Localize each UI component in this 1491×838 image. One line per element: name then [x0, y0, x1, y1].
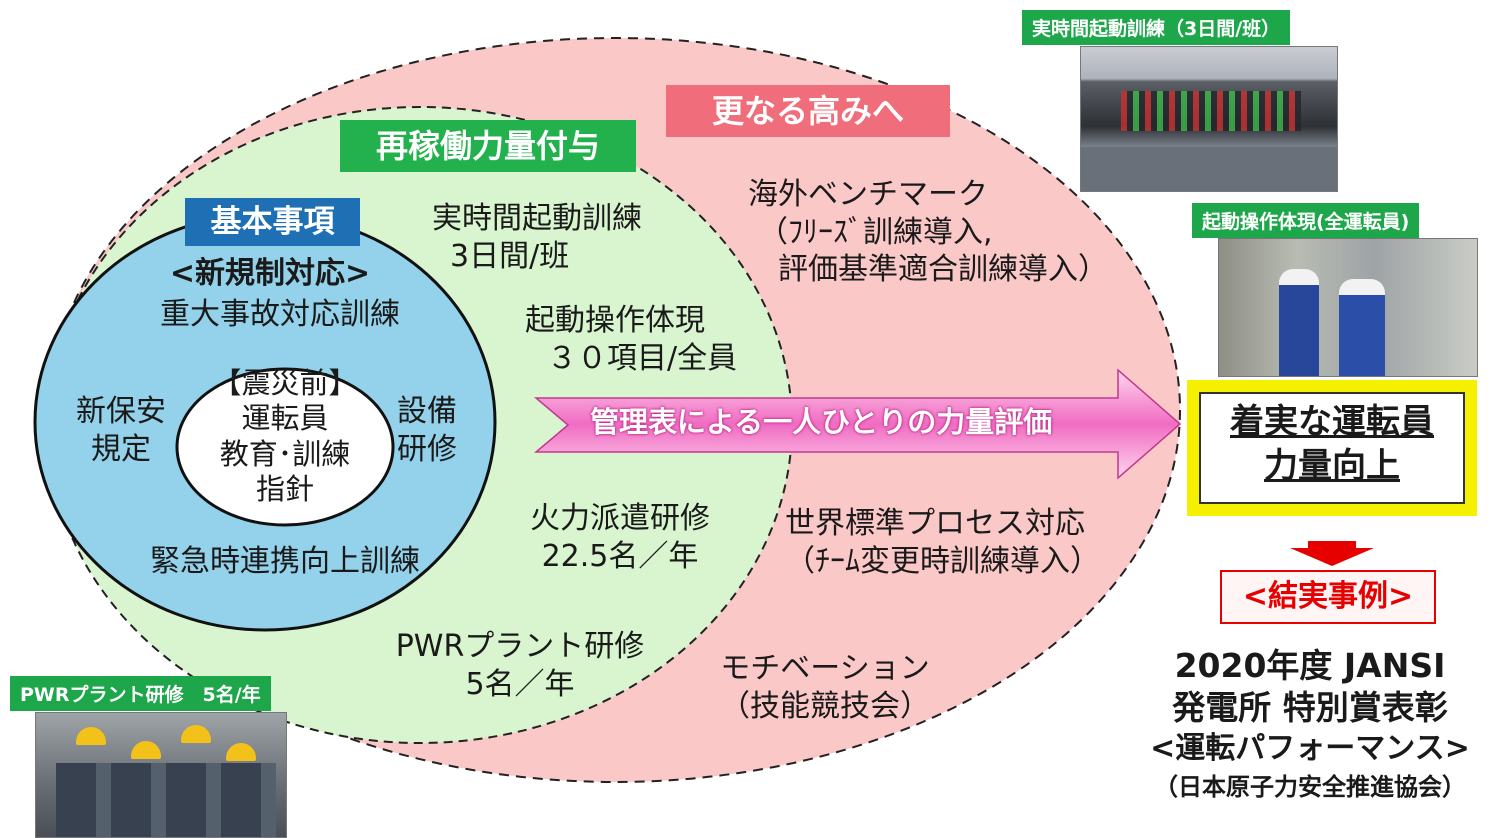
- pwr-training: PWRプラント研修 5名／年: [370, 628, 670, 703]
- down-red-arrow: [1290, 541, 1374, 566]
- benchmark-line3: 評価基準適合訓練導入）: [778, 252, 1108, 287]
- startup-line1: 起動操作体現: [525, 303, 705, 338]
- award-line2: 発電所 特別賞表彰: [1172, 688, 1448, 727]
- new-safety-rules: 新保安 規定: [62, 393, 180, 468]
- new-safety-line1: 新保安: [76, 394, 166, 429]
- severe-accident-training: 重大事故対応訓練: [160, 297, 400, 332]
- core-line4: 指針: [255, 472, 314, 507]
- workers-bodies: [56, 763, 276, 837]
- result-example: <結実事例>: [1220, 570, 1436, 624]
- motivation-line2: （技能競技会）: [720, 688, 930, 724]
- pwr-photo-label: PWRプラント研修 5名/年: [10, 676, 271, 711]
- thermal-line2: 22.5名／年: [541, 538, 699, 574]
- emergency-training: 緊急時連携向上訓練: [150, 544, 420, 579]
- award-line4: （日本原子力安全推進協会）: [1154, 773, 1466, 801]
- result-line1: 着実な運転員: [1230, 402, 1434, 442]
- reoperation-badge: 再稼働力量付与: [340, 120, 636, 172]
- core-circle: [175, 367, 395, 527]
- pwr-line2: 5名／年: [465, 666, 575, 702]
- result-box: 着実な運転員 力量向上: [1187, 380, 1477, 516]
- process-line2: （ﾁｰﾑ変更時訓練導入）: [785, 543, 1100, 579]
- pwr-line1: PWRプラント研修: [395, 629, 645, 664]
- pwr-photo: [35, 712, 287, 838]
- control-desk: [1081, 147, 1337, 191]
- award-line1: 2020年度 JANSI: [1174, 646, 1446, 685]
- startup-operation: 起動操作体現 ３０項目/全員: [525, 302, 737, 377]
- motivation: モチベーション （技能競技会）: [690, 650, 960, 725]
- thermal-line1: 火力派遣研修: [530, 501, 710, 536]
- worker-1: [1279, 269, 1319, 376]
- facility-training: 設備 研修: [384, 393, 470, 468]
- core-line2: 運転員: [241, 401, 329, 436]
- facility-line1: 設備: [397, 394, 457, 429]
- award-line3: <運転パフォーマンス>: [1150, 731, 1470, 766]
- benchmark-line2: （ﾌﾘｰｽﾞ訓練導入,: [758, 214, 993, 250]
- core-guideline: 【震災前】 運転員 教育･訓練 指針: [190, 366, 380, 508]
- worker-2: [1339, 279, 1385, 376]
- helmet-4: [226, 743, 256, 761]
- world-standard-process: 世界標準プロセス対応 （ﾁｰﾑ変更時訓練導入）: [785, 505, 1100, 580]
- control-room-photo-label: 実時間起動訓練（3日間/班）: [1022, 10, 1291, 45]
- motivation-line1: モチベーション: [720, 651, 930, 686]
- operation-photo-label: 起動操作体現(全運転員): [1192, 203, 1420, 238]
- facility-line2: 研修: [397, 431, 457, 467]
- core-line1: 【震災前】: [212, 366, 358, 400]
- further-badge: 更なる高みへ: [666, 85, 950, 137]
- basics-badge: 基本事項: [185, 198, 360, 246]
- evaluation-arrow: [533, 368, 1182, 480]
- core-line3: 教育･訓練: [219, 436, 351, 471]
- arrow-label: 管理表による一人ひとりの力量評価: [590, 405, 1053, 439]
- control-room-photo: [1080, 46, 1338, 192]
- result-box-inner: 着実な運転員 力量向上: [1199, 392, 1465, 504]
- realtime-line1: 実時間起動訓練: [432, 201, 642, 236]
- control-panel-lights: [1121, 91, 1301, 131]
- helmet-3: [181, 725, 211, 743]
- overseas-benchmark: 海外ベンチマーク （ﾌﾘｰｽﾞ訓練導入, 評価基準適合訓練導入）: [748, 176, 1108, 289]
- benchmark-line1: 海外ベンチマーク: [748, 177, 988, 212]
- new-safety-line2: 規定: [91, 431, 151, 467]
- operation-photo: [1218, 238, 1478, 377]
- helmet-2: [131, 741, 161, 759]
- thermal-dispatch: 火力派遣研修 22.5名／年: [500, 500, 740, 575]
- realtime-training: 実時間起動訓練 3日間/班: [432, 200, 642, 275]
- regulation-label: <新規制対応>: [169, 256, 371, 291]
- helmet-1: [76, 727, 106, 745]
- startup-line2: ３０項目/全員: [547, 340, 738, 376]
- process-line1: 世界標準プロセス対応: [785, 506, 1085, 541]
- realtime-line2: 3日間/班: [450, 238, 570, 274]
- award: 2020年度 JANSI 発電所 特別賞表彰 <運転パフォーマンス> （日本原子…: [1130, 645, 1490, 805]
- result-line2: 力量向上: [1264, 446, 1400, 486]
